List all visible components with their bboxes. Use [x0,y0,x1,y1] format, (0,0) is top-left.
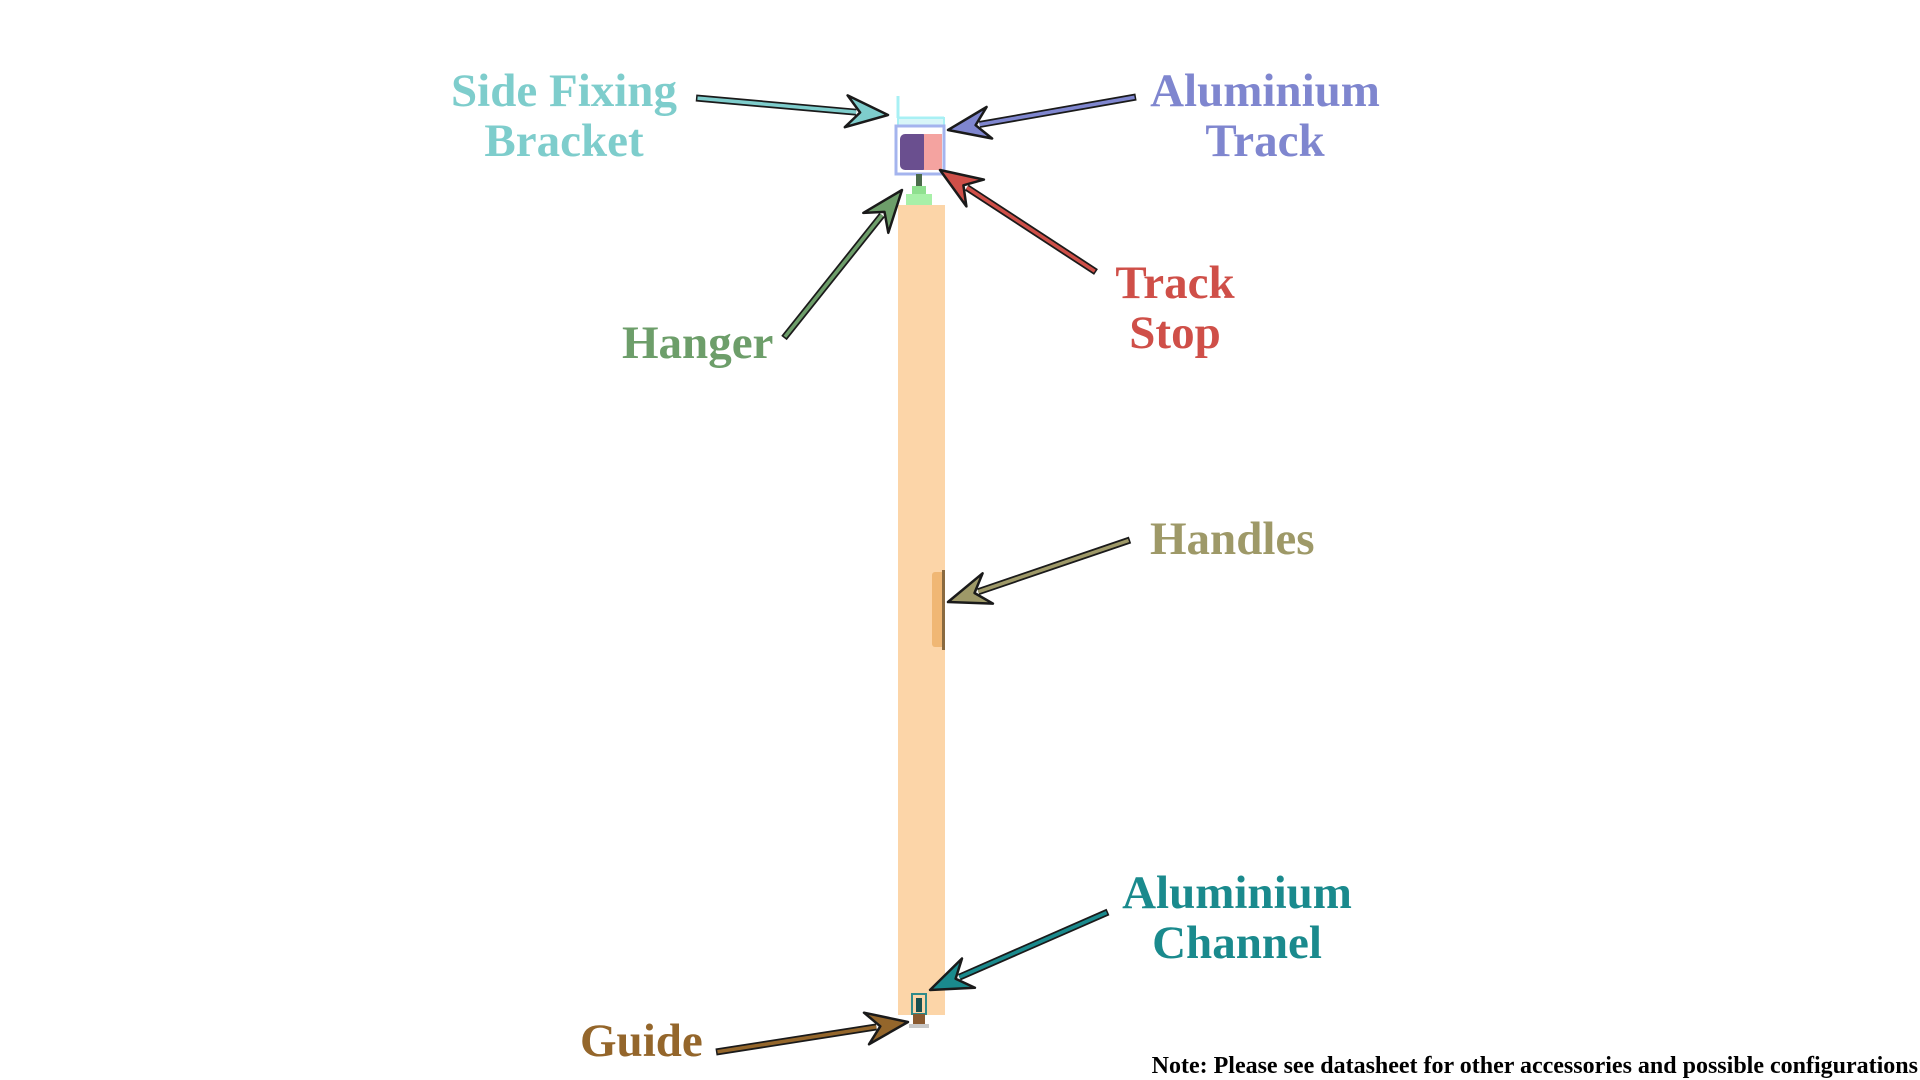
label-track-stop-line1: Track [1115,257,1235,309]
label-guide-line1: Guide [580,1015,703,1067]
guide-shape [909,1014,929,1028]
label-guide: Guide [580,1016,703,1066]
arrow-guide [715,1011,910,1056]
label-track-stop-line2: Stop [1129,307,1221,359]
label-handles-line1: Handles [1150,513,1315,565]
label-aluminium-track: Aluminium Track [1140,66,1390,166]
side-fixing-bracket-shape [896,96,945,127]
label-aluminium-channel: Aluminium Channel [1112,868,1362,968]
label-hanger-line1: Hanger [622,317,774,369]
arrow-handles [946,536,1132,605]
label-aluminium-channel-line2: Channel [1152,917,1322,969]
arrow-side-fixing-bracket [695,94,890,129]
arrow-hanger [781,188,904,341]
track-stop-shape [924,134,942,170]
handle-shape [932,570,945,650]
label-aluminium-track-line2: Track [1205,115,1325,167]
hanger-shape [906,174,932,205]
arrow-track-stop [938,168,1098,275]
label-track-stop: Track Stop [1100,258,1250,358]
label-side-fixing-bracket-line2: Bracket [484,115,644,167]
label-handles: Handles [1150,514,1315,564]
arrow-aluminium-track [946,93,1137,140]
label-hanger: Hanger [622,318,773,368]
label-side-fixing-bracket: Side Fixing Bracket [446,66,682,166]
label-aluminium-track-line1: Aluminium [1150,65,1380,117]
label-aluminium-channel-line1: Aluminium [1122,867,1352,919]
arrow-aluminium-channel [928,908,1110,992]
label-side-fixing-bracket-line1: Side Fixing [451,65,677,117]
datasheet-note: Note: Please see datasheet for other acc… [1151,1053,1918,1079]
